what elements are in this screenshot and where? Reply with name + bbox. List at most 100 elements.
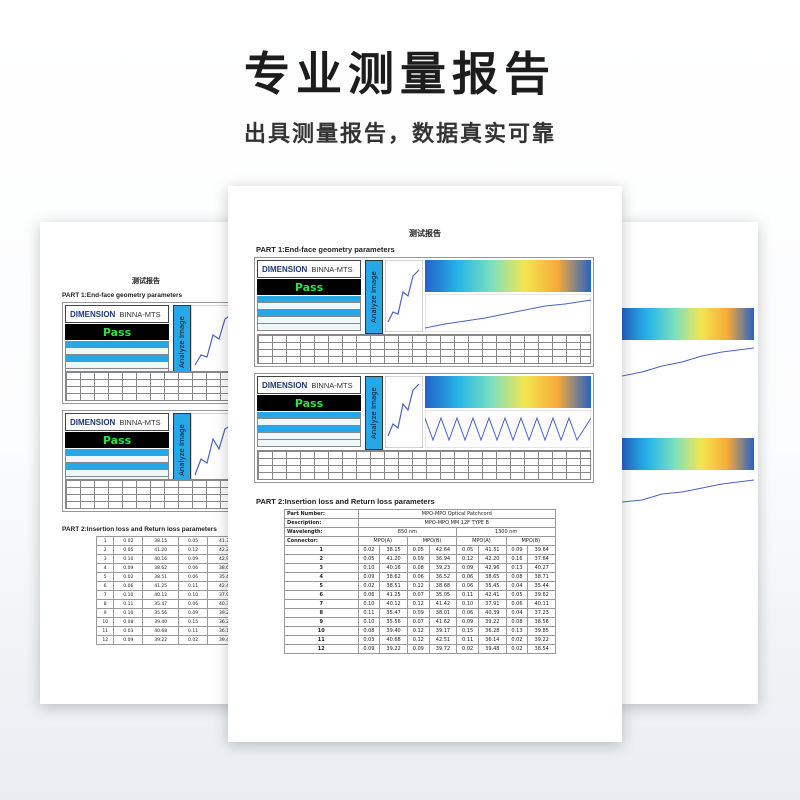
loss-value-cell: 40.68: [142, 626, 180, 636]
loss-value-cell: 0.15: [456, 626, 480, 636]
loss-value-cell: 37.23: [527, 608, 556, 618]
wavelength-850: 850 nm: [357, 527, 458, 537]
loss-value-cell: 0.09: [505, 545, 529, 555]
loss-value-cell: 41.25: [142, 581, 180, 591]
loss-value-cell: 38.62: [142, 563, 180, 573]
loss-value-cell: 0.11: [178, 626, 208, 636]
loss-value-cell: 38.54: [527, 644, 556, 654]
fiber-number-cell: 2: [284, 554, 359, 564]
loss-value-cell: 0.06: [178, 599, 208, 609]
loss-value-cell: 0.06: [357, 590, 381, 600]
loss-value-cell: 42.96: [478, 563, 507, 573]
loss-value-cell: 41.20: [142, 545, 180, 555]
headline: 专业测量报告: [244, 47, 556, 101]
loss-value-cell: 0.09: [357, 572, 381, 582]
loss-value-cell: 41.25: [379, 590, 408, 600]
pass-badge: Pass: [65, 324, 169, 340]
loss-value-cell: 40.16: [379, 563, 408, 573]
connector-b: MPO(B): [505, 536, 557, 546]
connector-a: MPO(A): [357, 536, 408, 546]
loss-value-cell: 0.06: [406, 572, 430, 582]
loss-value-cell: 0.05: [113, 545, 144, 555]
report-title: 测试报告: [132, 277, 160, 285]
loss-value-cell: 36.52: [428, 572, 458, 582]
loss-value-cell: 38.15: [379, 545, 408, 555]
loss-value-cell: 0.02: [357, 545, 381, 555]
loss-value-cell: 39.22: [478, 617, 507, 627]
waveform-plot: [385, 260, 423, 332]
description-label: Description:: [284, 518, 359, 528]
loss-value-cell: 0.09: [113, 563, 144, 573]
report-sheet-left: 测试报告 PART 1:End-face geometry parameters…: [40, 222, 252, 704]
loss-value-cell: 0.02: [456, 644, 480, 654]
loss-value-cell: 0.08: [505, 572, 529, 582]
loss-value-cell: 40.68: [379, 635, 408, 645]
loss-value-cell: 0.02: [505, 644, 529, 654]
loss-value-cell: 3: [95, 554, 115, 564]
loss-value-cell: 39.48: [478, 644, 507, 654]
loss-value-cell: 0.05: [456, 545, 480, 555]
loss-value-cell: 0.02: [505, 635, 529, 645]
loss-value-cell: 0.09: [456, 563, 480, 573]
loss-value-cell: 1: [95, 536, 115, 546]
loss-value-cell: 0.12: [406, 635, 430, 645]
heatmap-image: [425, 260, 591, 292]
loss-table: Part Number:MPO-MPO Optical Patchcord De…: [284, 509, 557, 654]
loss-value-cell: 0.08: [357, 626, 381, 636]
loss-value-cell: 38.62: [379, 572, 408, 582]
geometry-grid: [257, 450, 591, 480]
loss-value-cell: 0.10: [357, 563, 381, 573]
loss-value-cell: 0.06: [113, 581, 144, 591]
loss-value-cell: 40.27: [527, 563, 556, 573]
loss-value-cell: 0.04: [505, 581, 529, 591]
loss-value-cell: 38.56: [527, 617, 556, 627]
loss-value-cell: 39.22: [379, 644, 408, 654]
loss-value-cell: 0.10: [178, 590, 208, 600]
loss-value-cell: 0.09: [406, 554, 430, 564]
loss-value-cell: 42.64: [428, 545, 458, 555]
loss-value-cell: 39.17: [428, 626, 458, 636]
loss-value-cell: 4: [95, 563, 115, 573]
fiber-number-cell: 6: [284, 590, 359, 600]
loss-value-cell: 38.15: [142, 536, 180, 546]
loss-value-cell: 0.12: [406, 581, 430, 591]
loss-value-cell: 36.94: [428, 554, 458, 564]
loss-value-cell: 0.13: [505, 626, 529, 636]
loss-value-cell: 0.06: [456, 608, 480, 618]
loss-value-cell: 40.16: [142, 554, 180, 564]
loss-value-cell: 37.91: [478, 599, 507, 609]
loss-value-cell: 42.51: [428, 635, 458, 645]
loss-value-cell: 5: [95, 572, 115, 582]
loss-value-cell: 35.45: [478, 581, 507, 591]
loss-value-cell: 0.11: [357, 608, 381, 618]
loss-value-cell: 39.62: [527, 590, 556, 600]
loss-value-cell: 0.10: [456, 599, 480, 609]
loss-value-cell: 40.11: [527, 599, 556, 609]
loss-value-cell: 35.47: [379, 608, 408, 618]
loss-value-cell: 39.64: [527, 545, 556, 555]
connector-label: Connector:: [284, 536, 359, 546]
loss-value-cell: 0.03: [357, 635, 381, 645]
parameter-table: [257, 296, 361, 331]
geometry-grid: [257, 334, 591, 364]
loss-value-cell: 41.20: [379, 554, 408, 564]
loss-value-cell: 0.10: [357, 617, 381, 627]
